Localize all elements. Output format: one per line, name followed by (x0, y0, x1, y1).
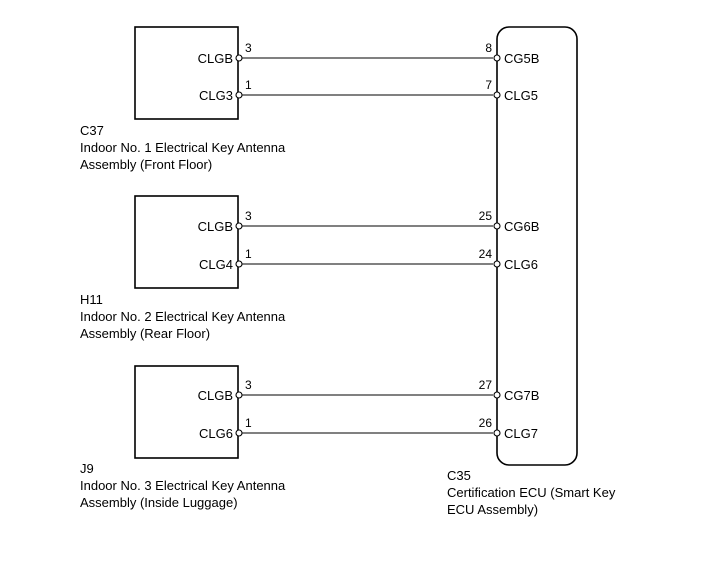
ecu-pin-6-number: 26 (479, 416, 493, 430)
antenna-3-box (134, 365, 239, 459)
antenna-3-name-line1: Indoor No. 3 Electrical Key Antenna (80, 478, 286, 493)
antenna-3-pin-2-terminal (235, 429, 243, 437)
antenna-2-pin-1-name: CLGB (198, 219, 233, 234)
antenna-3-pin-2-name: CLG6 (199, 426, 233, 441)
antenna-2-pin-1-terminal (235, 222, 243, 230)
antenna-2-pin-2-name: CLG4 (199, 257, 233, 272)
antenna-1-name-line2: Assembly (Front Floor) (80, 157, 212, 172)
antenna-3-pin-1-name: CLGB (198, 388, 233, 403)
ecu-pin-5-number: 27 (479, 378, 493, 392)
antenna-3: CLGB CLG6 J9 Indoor No. 3 Electrical Key… (80, 365, 286, 510)
antenna-3-pin-1-number: 3 (245, 378, 252, 392)
antenna-3-pin-2-number: 1 (245, 416, 252, 430)
antenna-2-name-line2: Assembly (Rear Floor) (80, 326, 210, 341)
wire-5: 3 27 (235, 378, 501, 399)
antenna-1: CLGB CLG3 C37 Indoor No. 1 Electrical Ke… (80, 26, 286, 172)
wire-6: 1 26 (235, 416, 501, 437)
ecu-pin-3-number: 25 (479, 209, 493, 223)
antenna-1-box (134, 26, 239, 120)
ecu-pin-5-name: CG7B (504, 388, 539, 403)
ecu-pin-6-terminal (493, 429, 501, 437)
wire-4: 1 24 (235, 247, 501, 268)
antenna-1-pin-2-name: CLG3 (199, 88, 233, 103)
ecu-code: C35 (447, 468, 471, 483)
ecu-pin-4-number: 24 (479, 247, 493, 261)
antenna-2-pin-2-terminal (235, 260, 243, 268)
antenna-3-code: J9 (80, 461, 94, 476)
antenna-1-pin-1-terminal (235, 54, 243, 62)
antenna-2-code: H11 (80, 292, 103, 307)
ecu-pin-1-name: CG5B (504, 51, 539, 66)
ecu-pin-2-name: CLG5 (504, 88, 538, 103)
antenna-1-pin-2-number: 1 (245, 78, 252, 92)
antenna-1-pin-1-number: 3 (245, 41, 252, 55)
ecu-name-line1: Certification ECU (Smart Key (447, 485, 616, 500)
wire-1: 3 8 (235, 41, 501, 62)
ecu-pin-4-name: CLG6 (504, 257, 538, 272)
ecu-pin-2-terminal (493, 91, 501, 99)
ecu-pin-1-number: 8 (485, 41, 492, 55)
ecu-pin-2-number: 7 (485, 78, 492, 92)
antenna-2-pin-1-number: 3 (245, 209, 252, 223)
antenna-2-pin-2-number: 1 (245, 247, 252, 261)
ecu-box (496, 26, 578, 466)
ecu-pin-4-terminal (493, 260, 501, 268)
ecu-pin-1-terminal (493, 54, 501, 62)
ecu-name-line2: ECU Assembly) (447, 502, 538, 517)
antenna-1-pin-2-terminal (235, 91, 243, 99)
antenna-1-name-line1: Indoor No. 1 Electrical Key Antenna (80, 140, 286, 155)
ecu-pin-6-name: CLG7 (504, 426, 538, 441)
antenna-1-code: C37 (80, 123, 104, 138)
wire-2: 1 7 (235, 78, 501, 99)
antenna-2: CLGB CLG4 H11 Indoor No. 2 Electrical Ke… (80, 195, 286, 341)
antenna-3-name-line2: Assembly (Inside Luggage) (80, 495, 238, 510)
ecu-pin-5-terminal (493, 391, 501, 399)
antenna-3-pin-1-terminal (235, 391, 243, 399)
ecu-pin-3-terminal (493, 222, 501, 230)
antenna-2-name-line1: Indoor No. 2 Electrical Key Antenna (80, 309, 286, 324)
ecu-pin-3-name: CG6B (504, 219, 539, 234)
antenna-2-box (134, 195, 239, 289)
antenna-1-pin-1-name: CLGB (198, 51, 233, 66)
wire-3: 3 25 (235, 209, 501, 230)
